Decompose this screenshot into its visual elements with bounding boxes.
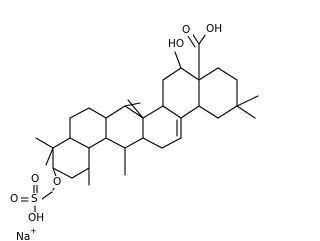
sulfonic-hydroxyl-label: OH — [28, 212, 44, 224]
molecule-svg: O OH HO O S O O OH Na + — [9, 23, 259, 241]
atom-labels: O OH HO O S O O OH Na + — [9, 23, 223, 241]
carboxyl-hydroxyl-label: OH — [206, 23, 222, 35]
sulfonyl-oxygen-top-label: O — [31, 173, 39, 185]
sodium-charge-label: + — [30, 227, 37, 236]
sodium-label: Na — [16, 231, 30, 241]
ester-oxygen-label: O — [53, 176, 61, 188]
structure-diagram: O OH HO O S O O OH Na + — [9, 23, 259, 241]
sulfonyl-oxygen-left-label: O — [10, 193, 18, 205]
hydroxy-label: HO — [168, 38, 184, 50]
sulfur-label: S — [31, 193, 38, 205]
carboxyl-oxygen-label: O — [182, 24, 190, 36]
